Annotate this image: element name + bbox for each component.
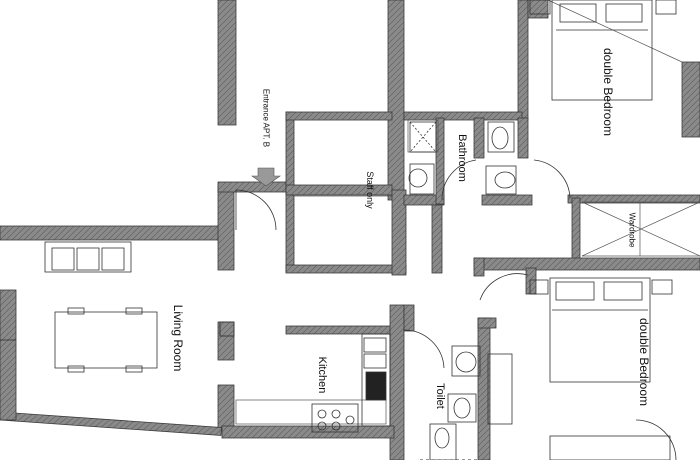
wall [477, 317, 497, 329]
bedroom-bottom-label: double Bedroom [637, 317, 651, 407]
entrance-label: Entrance APT. B [261, 88, 271, 148]
toilet-fixtures [429, 345, 513, 460]
wall [217, 181, 287, 193]
bedroom-top-door [533, 159, 571, 199]
toilet-label: Toilet [434, 383, 446, 409]
wall [681, 61, 700, 138]
wall [473, 257, 700, 271]
dining-table [54, 307, 158, 373]
wall [391, 189, 407, 276]
staff-only-label: Staff only [365, 171, 375, 209]
wall [0, 225, 223, 241]
entrance-door [235, 189, 277, 231]
entrance-arrow [251, 167, 281, 187]
wall [481, 194, 533, 206]
wall [435, 117, 445, 205]
wall [403, 304, 415, 332]
wall [403, 111, 523, 121]
wall [431, 204, 443, 274]
bedroom-top-label: double Bedroom [601, 47, 615, 137]
wall [221, 425, 395, 439]
bathroom-fixtures [408, 121, 517, 195]
bed-bottom [529, 277, 673, 460]
wall [527, 0, 549, 19]
sofa [44, 241, 132, 273]
pillar [219, 321, 235, 337]
bedroom-bottom-door [479, 273, 529, 301]
wall [473, 117, 485, 159]
wall [517, 117, 529, 159]
kitchen-label: Kitchen [316, 356, 328, 394]
wall [285, 111, 393, 121]
doors [0, 159, 677, 460]
wall [0, 289, 17, 421]
wall [517, 0, 529, 121]
wall [387, 0, 405, 201]
wall [285, 184, 393, 196]
wall [571, 197, 581, 261]
wall [217, 184, 235, 271]
bathroom-door [441, 159, 477, 201]
wall [0, 411, 222, 436]
wall [525, 267, 537, 295]
kitchen-counter [311, 333, 391, 433]
wall [473, 257, 485, 277]
bedroom-bottom-door-2 [635, 419, 677, 460]
bathroom-label: Bathroom [456, 134, 468, 182]
thin-walls [235, 0, 700, 425]
living-room-label: Living Room [171, 304, 185, 372]
wardrobe-label: Wardrobe [627, 212, 637, 248]
toilet-door [403, 329, 445, 369]
wall [285, 264, 407, 274]
wall [285, 325, 393, 335]
bed-top [529, 0, 677, 101]
wall [567, 194, 700, 204]
wall [217, 384, 235, 431]
wall [217, 0, 237, 126]
